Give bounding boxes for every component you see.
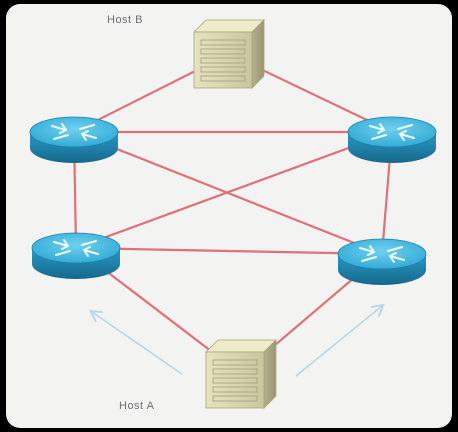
- nodes-layer: [29, 19, 437, 409]
- flow-arrow-left: [92, 312, 183, 375]
- host-b-label: Host B: [107, 14, 144, 26]
- network-diagram-frame: Host B Host A: [6, 4, 452, 428]
- link-router-bottom-left-to-router-bottom-right: [75, 246, 383, 256]
- router-top-left-icon: [29, 116, 119, 163]
- router-bottom-right-icon: [337, 238, 427, 285]
- host-a-label: Host A: [119, 400, 155, 412]
- host-a-server-icon: [205, 339, 277, 409]
- link-router-top-right-to-router-bottom-left: [75, 130, 393, 250]
- network-diagram: [29, 19, 437, 409]
- router-top-right-icon: [347, 116, 437, 163]
- flow-arrow-right: [295, 306, 382, 377]
- router-bottom-left-icon: [31, 232, 121, 279]
- host-b-server-icon: [193, 19, 265, 89]
- links-layer: [72, 53, 394, 375]
